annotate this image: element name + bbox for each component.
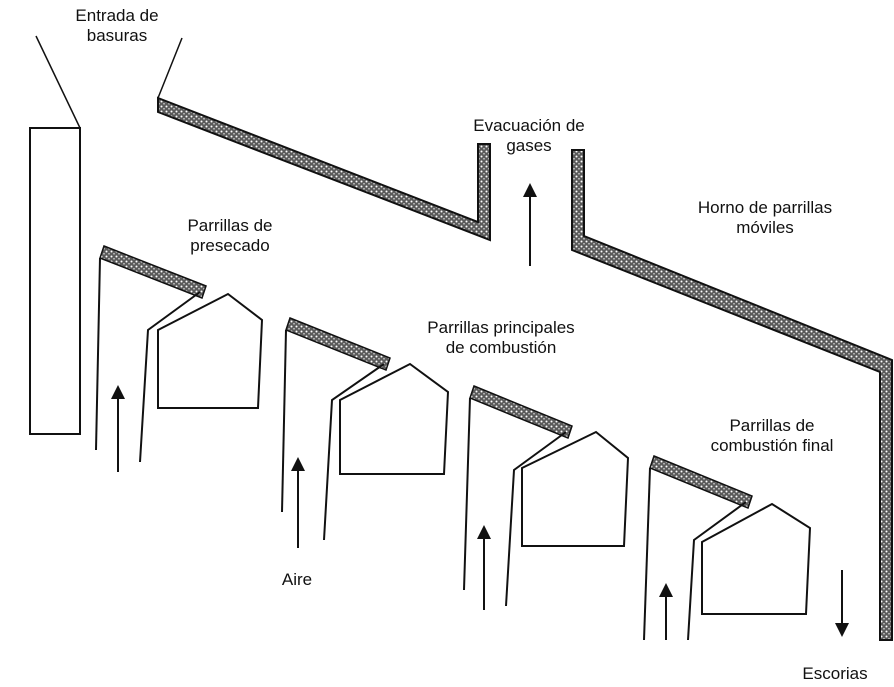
grate-final: [643, 455, 812, 641]
label-presecado: Parrillas de presecado: [160, 216, 300, 256]
furnace-roof-left: [157, 96, 491, 242]
label-escorias: Escorias: [802, 664, 868, 683]
label-principales-line2: de combustión: [445, 338, 557, 357]
grate-principal-2: [463, 385, 630, 607]
label-entrada-line1: Entrada de: [75, 6, 159, 25]
label-aire: Aire: [281, 570, 313, 589]
entrada-pointer-right: [157, 37, 183, 99]
label-entrada-line2: basuras: [86, 26, 148, 45]
label-evacuacion-line1: Evacuación de: [473, 116, 585, 135]
grate-presecado: [95, 245, 264, 463]
feed-hopper: [29, 127, 81, 435]
label-evacuacion-line2: gases: [506, 136, 552, 155]
label-final-line2: combustión final: [710, 436, 834, 455]
label-principales: Parrillas principales de combustión: [386, 318, 616, 358]
label-horno-line1: Horno de parrillas: [697, 198, 833, 217]
label-principales-line1: Parrillas principales: [427, 318, 575, 337]
furnace-roof-right: [571, 149, 893, 641]
label-horno: Horno de parrillas móviles: [660, 198, 870, 238]
label-horno-line2: móviles: [736, 218, 794, 237]
label-evacuacion: Evacuación de gases: [444, 116, 614, 156]
grate-principal-1: [281, 317, 450, 541]
label-final: Parrillas de combustión final: [672, 416, 872, 456]
label-presecado-line2: presecado: [190, 236, 270, 255]
label-entrada: Entrada de basuras: [52, 6, 182, 46]
label-presecado-line1: Parrillas de: [187, 216, 273, 235]
entrada-pointer-left: [35, 35, 81, 129]
label-final-line1: Parrillas de: [729, 416, 815, 435]
